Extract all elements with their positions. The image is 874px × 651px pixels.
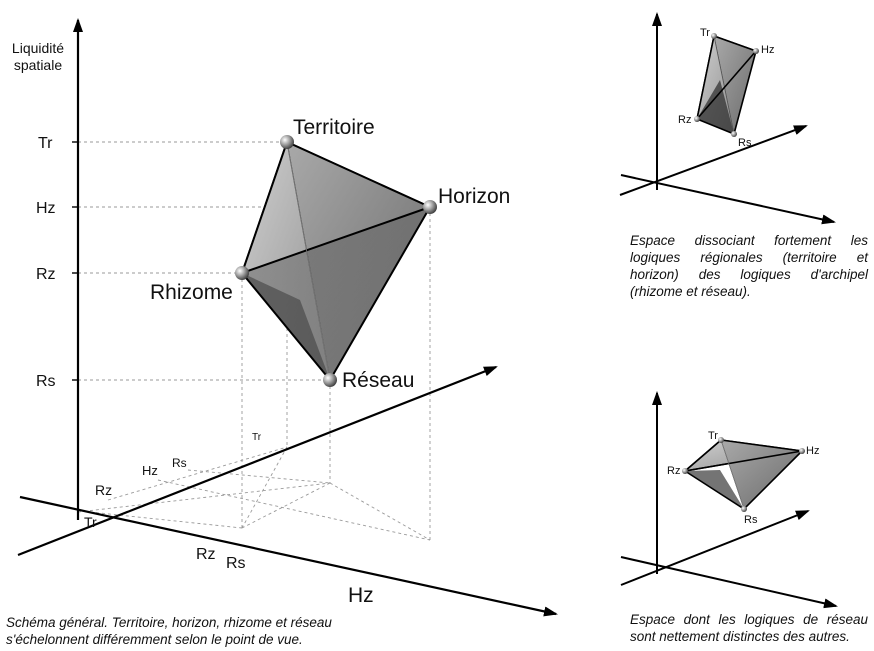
axis-b-label-rs: Rs (226, 555, 246, 572)
axis-title-line2: spatiale (13, 57, 63, 73)
inset-top-label-tr: Tr (700, 27, 710, 39)
label-territoire: Territoire (293, 116, 375, 139)
inset-bottom-label-rz: Rz (667, 465, 680, 477)
inset-bottom-diagram: Tr Hz Rz Rs (620, 391, 838, 609)
axis-title-line1: Liquidité (11, 40, 65, 56)
axis-a-label-rz: Rz (95, 482, 112, 498)
axis-b-label-tr: Tr (84, 514, 97, 530)
node-reseau (323, 373, 337, 387)
axis-b-label-rz: Rz (196, 546, 216, 563)
inset-top-caption: Espace dissociant fortement les logiques… (630, 233, 868, 299)
main-tetrahedron (235, 135, 437, 387)
vertical-axis-title: Liquidité spatiale (8, 40, 68, 74)
y-tick-marks (72, 141, 78, 381)
inset-top-diagram: Tr Hz Rz Rs (619, 12, 836, 225)
inset-bottom-label-hz: Hz (806, 445, 819, 457)
label-reseau: Réseau (342, 369, 414, 392)
inset-bottom-caption: Espace dont les logiques de réseau sont … (630, 612, 868, 644)
axis-b-label-hz: Hz (348, 584, 374, 607)
node-territoire (280, 135, 294, 149)
node-rhizome (235, 266, 249, 280)
axis-a-label-rs: Rs (172, 456, 187, 470)
axis-a-label-hz: Hz (142, 463, 158, 478)
axis-a-label-tr: Tr (252, 432, 262, 443)
inset-top-label-rs: Rs (738, 137, 752, 149)
y-tick-rz: Rz (36, 266, 56, 283)
face-bottom (242, 207, 430, 380)
oblique-axis (17, 365, 498, 557)
y-tick-rs: Rs (36, 373, 56, 390)
inset-top-label-hz: Hz (761, 44, 774, 56)
main-diagram: Tr Hz Rz Rs Territoire Horizon Rhizome R… (17, 18, 558, 617)
label-horizon: Horizon (438, 185, 510, 208)
node-horizon (423, 200, 437, 214)
inset-top-label-rz: Rz (678, 114, 691, 126)
y-tick-tr: Tr (38, 135, 53, 152)
inset-bottom-label-tr: Tr (708, 430, 718, 442)
y-tick-hz: Hz (36, 200, 56, 217)
inset-bottom-label-rs: Rs (744, 514, 758, 526)
main-axes (17, 18, 558, 617)
label-rhizome: Rhizome (150, 281, 233, 304)
main-caption: Schéma général. Territoire, horizon, rhi… (6, 615, 332, 647)
horizontal-axis (19, 495, 558, 617)
